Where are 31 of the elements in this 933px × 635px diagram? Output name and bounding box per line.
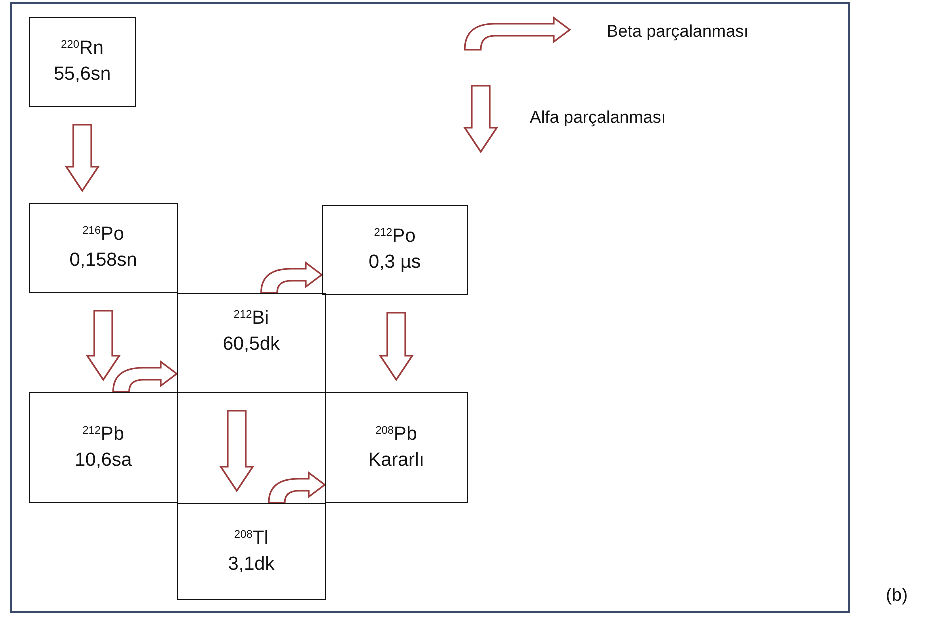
alpha-decay-arrow <box>65 124 100 192</box>
legend-text: Beta parçalanması <box>607 22 749 42</box>
half-life: 55,6sn <box>54 63 112 87</box>
panel-label: (b) <box>886 585 908 606</box>
legend-text: Alfa parçalanması <box>530 108 666 128</box>
half-life: 60,5dk <box>222 332 280 357</box>
nuclide-box <box>29 203 178 293</box>
beta-decay-arrow <box>260 262 323 294</box>
half-life: 0,3 µs <box>368 251 422 275</box>
nuclide-symbol: $^{216}$Po <box>82 223 124 248</box>
nuclide-symbol: $^{212}$Bi <box>234 307 270 331</box>
beta-decay-arrow <box>268 472 326 504</box>
alpha-decay-arrow <box>379 312 414 382</box>
half-life: 0,158sn <box>70 249 138 273</box>
beta-decay-arrow <box>112 361 178 393</box>
half-life: 10,6sa <box>74 448 132 472</box>
half-life: 3,1dk <box>228 552 275 576</box>
nuclide-box <box>29 392 178 503</box>
half-life: Kararlı <box>368 448 424 472</box>
nuclide-symbol: $^{212}$Po <box>374 225 416 250</box>
nuclide-symbol: $^{208}$Tl <box>234 526 269 551</box>
alpha-decay-arrow <box>220 410 254 492</box>
nuclide-symbol: $^{208}$Pb <box>376 422 418 447</box>
nuclide-symbol: $^{212}$Pb <box>82 422 124 447</box>
nuclide-box <box>322 205 468 295</box>
nuclide-box <box>177 293 326 393</box>
alpha-decay-arrow <box>86 310 121 382</box>
nuclide-box <box>325 392 468 503</box>
nuclide-symbol: $^{220}$Rn <box>61 37 104 62</box>
nuclide-box <box>177 503 326 600</box>
nuclide-box <box>29 17 136 107</box>
